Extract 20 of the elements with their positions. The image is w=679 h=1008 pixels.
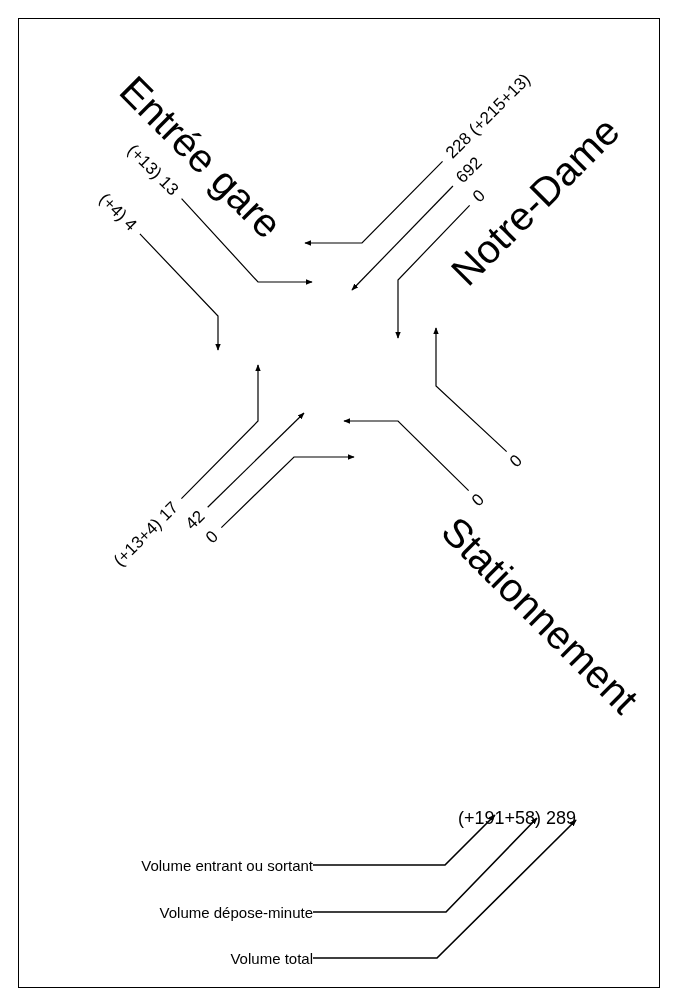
legend-label: Volume dépose-minute bbox=[159, 904, 313, 920]
flow-arrow bbox=[207, 412, 305, 508]
leader-arrow bbox=[312, 817, 538, 913]
flow-arrow bbox=[351, 185, 454, 291]
flow-arrow bbox=[180, 197, 313, 285]
flow-arrow bbox=[343, 418, 470, 492]
flow-arrow bbox=[395, 204, 471, 339]
legend-label: Volume total bbox=[230, 950, 313, 966]
flow-arrow bbox=[180, 364, 261, 500]
flow-arrow bbox=[304, 160, 444, 246]
volume-number: 0 bbox=[506, 451, 526, 471]
volume-number: (+4) 4 bbox=[96, 190, 140, 234]
flow-arrow bbox=[220, 454, 355, 529]
flow-arrow bbox=[433, 327, 508, 453]
volume-number: (+191+58) 289 bbox=[457, 809, 577, 827]
legend-label: Volume entrant ou sortant bbox=[141, 857, 313, 873]
leader-arrow bbox=[312, 814, 496, 866]
leader-arrow bbox=[312, 819, 577, 959]
flow-arrow bbox=[139, 233, 221, 351]
volume-number: 0 bbox=[468, 490, 488, 510]
